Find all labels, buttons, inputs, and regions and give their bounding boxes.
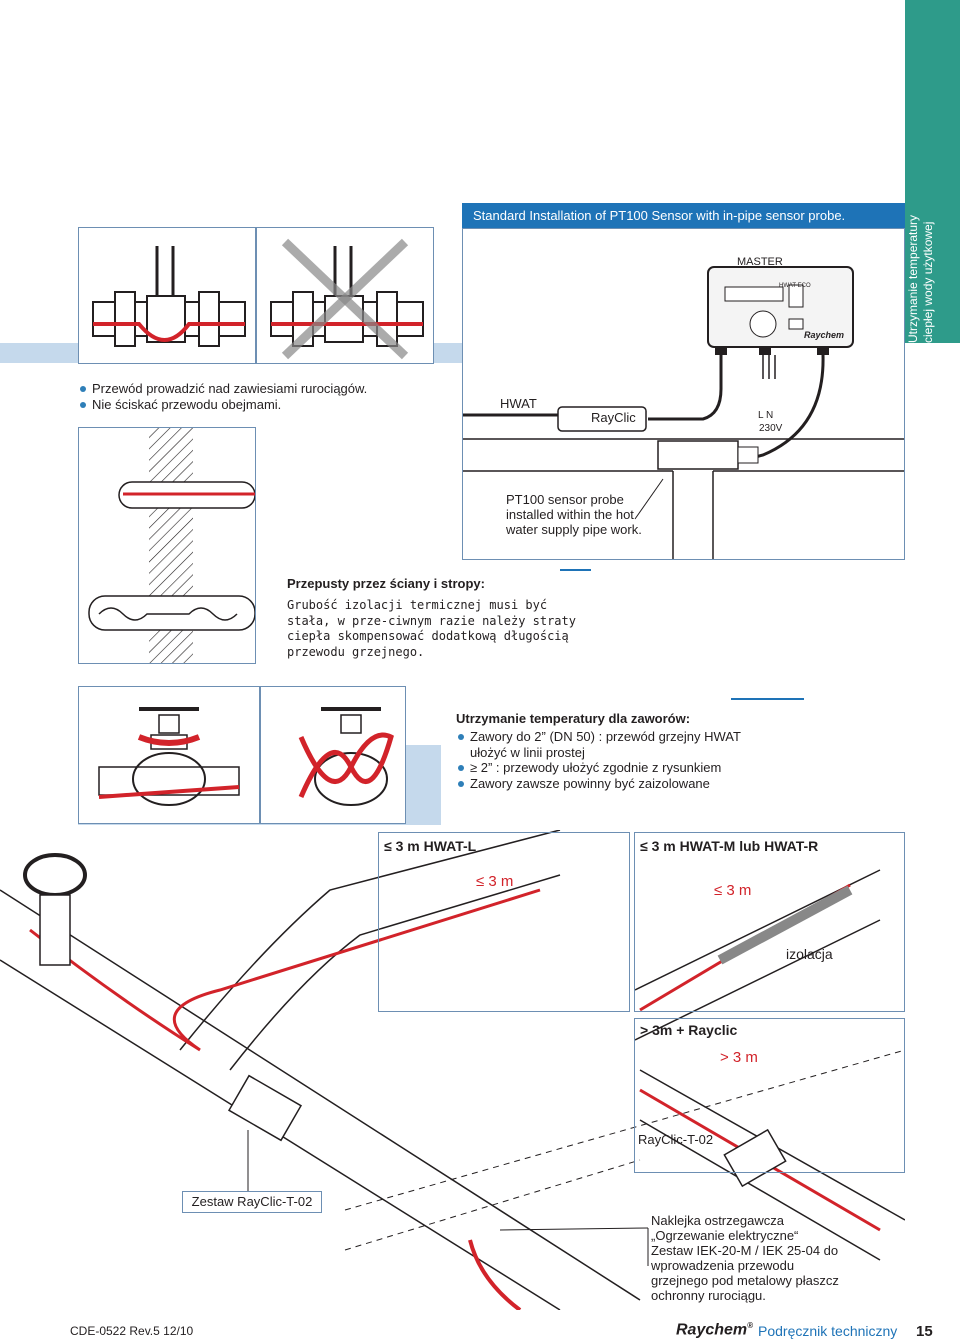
- valves-bullets: Zawory do 2” (DN 50) : przewód grzejny H…: [456, 729, 756, 791]
- over3-frame: [634, 1018, 905, 1173]
- footer-brand: Raychem®: [676, 1321, 753, 1339]
- voltage-label: 230V: [759, 423, 783, 434]
- module-label: HWAT-ECO: [779, 283, 811, 289]
- note-line: ochronny rurociągu.: [651, 1288, 766, 1303]
- hwat-label: HWAT: [500, 396, 537, 411]
- over3-dimension: > 3 m: [720, 1049, 758, 1066]
- walls-body: Grubość izolacji termicznej musi być sta…: [287, 598, 576, 659]
- pt100-callout: PT100 sensor probe installed within the …: [506, 492, 642, 537]
- list-item: Zawory zawsze powinny być zaizolowane: [456, 776, 756, 792]
- rayclic-t02-label: RayClic-T-02: [638, 1132, 714, 1147]
- wall-penetration-figure: [78, 427, 256, 664]
- note-line: Naklejka ostrzegawcza: [651, 1213, 784, 1228]
- note-line: „Ogrzewanie elektryczne“: [651, 1228, 799, 1243]
- ln-label: L N: [758, 410, 774, 421]
- list-item: Zawory do 2” (DN 50) : przewód grzejny H…: [456, 729, 756, 760]
- manual-title: Podręcznik techniczny: [758, 1323, 898, 1339]
- over3-title: > 3m + Rayclic: [640, 1022, 738, 1038]
- registered-mark: ®: [747, 1321, 754, 1330]
- note-line: grzejnego pod metalowy płaszcz: [651, 1273, 839, 1288]
- list-item: ≥ 2” : przewody ułożyć zgodnie z rysunki…: [456, 760, 756, 776]
- hwat-l-title: ≤ 3 m HWAT-L: [384, 838, 477, 854]
- walls-title: Przepusty przez ściany i stropy:: [287, 576, 485, 591]
- side-tab: Utrzymanie temperatury ciepłej wody użyt…: [905, 0, 960, 343]
- accent-rule: [731, 698, 804, 700]
- hanger-wrong-figure: [256, 227, 434, 364]
- list-item: Nie ściskać przewodu obejmami.: [78, 397, 448, 413]
- hwat-mr-dimension: ≤ 3 m: [714, 882, 752, 899]
- note-line: Zestaw IEK-20-M / IEK 25-04 do: [651, 1243, 839, 1258]
- side-tab-label: Utrzymanie temperatury ciepłej wody użyt…: [906, 214, 935, 343]
- doc-code: CDE-0522 Rev.5 12/10: [70, 1324, 194, 1338]
- rayclic-label: RayClic: [591, 410, 636, 425]
- kit-label-box: Zestaw RayClic-T-02: [182, 1191, 322, 1213]
- hanger-correct-figure: [78, 227, 256, 364]
- hwat-l-dimension: ≤ 3 m: [476, 873, 514, 890]
- accent-rule: [560, 569, 591, 571]
- note-line: wprowadzenia przewodu: [651, 1258, 795, 1273]
- insulation-label: izolacja: [786, 946, 833, 962]
- warning-note: Naklejka ostrzegawcza „Ogrzewanie elektr…: [651, 1213, 901, 1303]
- hwat-mr-frame: [634, 832, 905, 1012]
- hwat-mr-title: ≤ 3 m HWAT-M lub HWAT-R: [640, 838, 819, 854]
- installation-drawing: [0, 830, 905, 1310]
- valves-title: Utrzymanie temperatury dla zaworów:: [456, 711, 691, 726]
- kit-label: Zestaw RayClic-T-02: [191, 1194, 313, 1209]
- page-number: 15: [916, 1323, 933, 1340]
- list-item: Przewód prowadzić nad zawiesiami rurocią…: [78, 381, 448, 397]
- pt100-figure: [462, 228, 905, 560]
- master-label: MASTER: [737, 256, 783, 268]
- pt100-header: Standard Installation of PT100 Sensor wi…: [462, 203, 905, 228]
- hanger-bullets: Przewód prowadzić nad zawiesiami rurocią…: [78, 381, 448, 412]
- valve-straight-figure: [78, 686, 260, 824]
- valve-loop-figure: [260, 686, 406, 824]
- footer-brand-name: Raychem: [676, 1321, 748, 1339]
- controller-brand: Raychem: [804, 330, 845, 340]
- hwat-l-frame: [378, 832, 630, 1012]
